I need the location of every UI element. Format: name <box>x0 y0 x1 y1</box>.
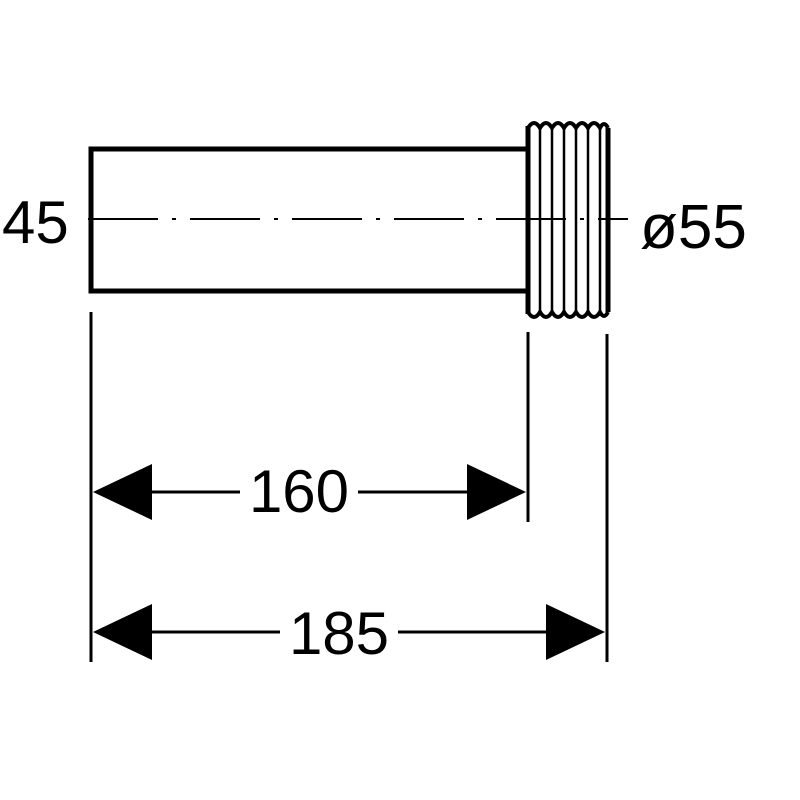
outer-diameter-label: ø55 <box>640 193 747 262</box>
arrowhead-left <box>93 464 152 520</box>
dimension-label-185: 185 <box>289 600 389 667</box>
dimension-label-160: 160 <box>249 458 349 525</box>
arrowhead-left <box>93 604 152 660</box>
arrowhead-right <box>546 604 605 660</box>
thread-top-profile <box>526 121 610 133</box>
arrowhead-right <box>467 464 526 520</box>
dimension-pipe-length: 160 <box>93 458 526 525</box>
dimension-total-length: 185 <box>93 600 605 667</box>
inner-diameter-label: 45 <box>2 189 69 256</box>
thread-bottom-profile <box>526 307 610 319</box>
